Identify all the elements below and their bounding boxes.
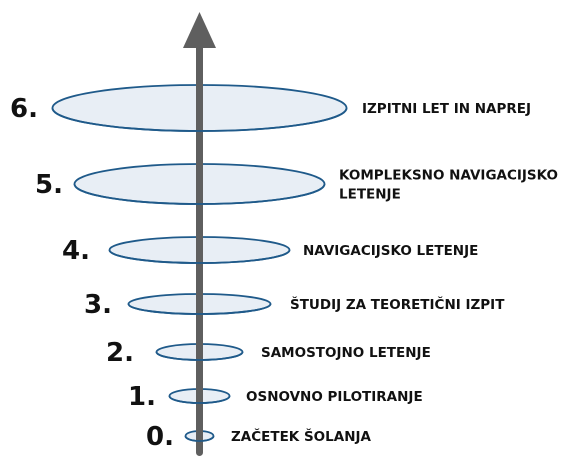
ring-front-level-1 (168, 395, 231, 404)
level-number-6: 6. (10, 94, 38, 124)
level-label-5-line-1: LETENJE (339, 187, 401, 203)
ring-front-level-4 (108, 249, 291, 264)
ring-front-level-3 (127, 303, 272, 315)
level-label-6-line-0: IZPITNI LET IN NAPREJ (362, 101, 531, 117)
axis-arrowhead-icon (183, 12, 216, 48)
level-label-2-line-0: SAMOSTOJNO LETENJE (261, 345, 431, 361)
level-number-3: 3. (84, 290, 112, 320)
level-label-0-line-0: ZAČETEK ŠOLANJA (231, 427, 372, 445)
ring-front-level-6 (51, 107, 348, 132)
ring-front-level-0 (184, 435, 215, 442)
level-number-1: 1. (128, 382, 156, 412)
axis-shaft (196, 44, 203, 456)
level-number-2: 2. (106, 338, 134, 368)
level-number-0: 0. (146, 422, 174, 452)
level-number-5: 5. (35, 170, 63, 200)
level-labels: 0. ZAČETEK ŠOLANJA 1. OSNOVNO PILOTIRANJE 2.… (10, 94, 558, 452)
level-label-3-line-0: ŠTUDIJ ZA TEORETIČNI IZPIT (290, 295, 505, 313)
level-number-4: 4. (62, 236, 90, 266)
ring-front-level-2 (155, 351, 244, 361)
vertical-axis-arrow (183, 12, 216, 456)
level-label-4-line-0: NAVIGACIJSKO LETENJE (303, 243, 478, 259)
level-label-1-line-0: OSNOVNO PILOTIRANJE (246, 389, 423, 405)
ring-front-level-5 (73, 183, 326, 205)
level-label-5-line-0: KOMPLEKSNO NAVIGACIJSKO (339, 168, 558, 184)
ring-fronts (51, 107, 348, 442)
